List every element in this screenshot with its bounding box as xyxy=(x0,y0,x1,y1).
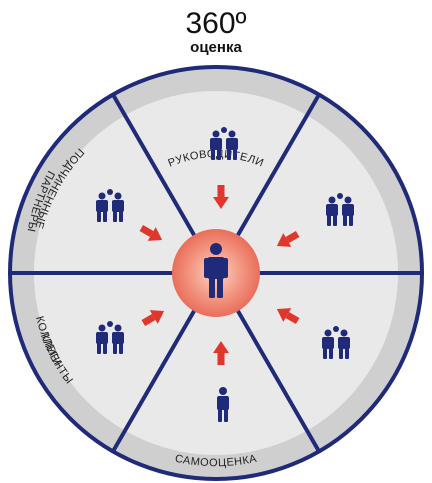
arrow-icon-lower-right xyxy=(276,308,300,325)
people-group-icon-partnery xyxy=(322,326,350,359)
people-group-icon-rukovoditeli xyxy=(210,127,238,160)
people-group-icon-kollegi xyxy=(326,193,354,226)
people-group-icon-podchinennye xyxy=(96,189,124,222)
svg-text:САМООЦЕНКА: САМООЦЕНКА xyxy=(174,453,258,470)
diagram-title: 360º xyxy=(185,7,247,40)
arrow-icon-top xyxy=(213,185,229,209)
people-group-icon-klienty xyxy=(96,321,124,354)
arrow-icon-bottom xyxy=(213,341,229,365)
person-icon-samootsenka xyxy=(217,387,229,422)
arrow-icon-upper-right xyxy=(276,230,300,247)
arrow-icon-upper-left xyxy=(139,224,163,241)
segment-label-samootsenka: САМООЦЕНКА xyxy=(174,453,258,470)
center-person-icon xyxy=(204,243,228,298)
diagram-subtitle: оценка xyxy=(190,39,242,56)
arrow-icon-lower-left xyxy=(141,310,165,327)
